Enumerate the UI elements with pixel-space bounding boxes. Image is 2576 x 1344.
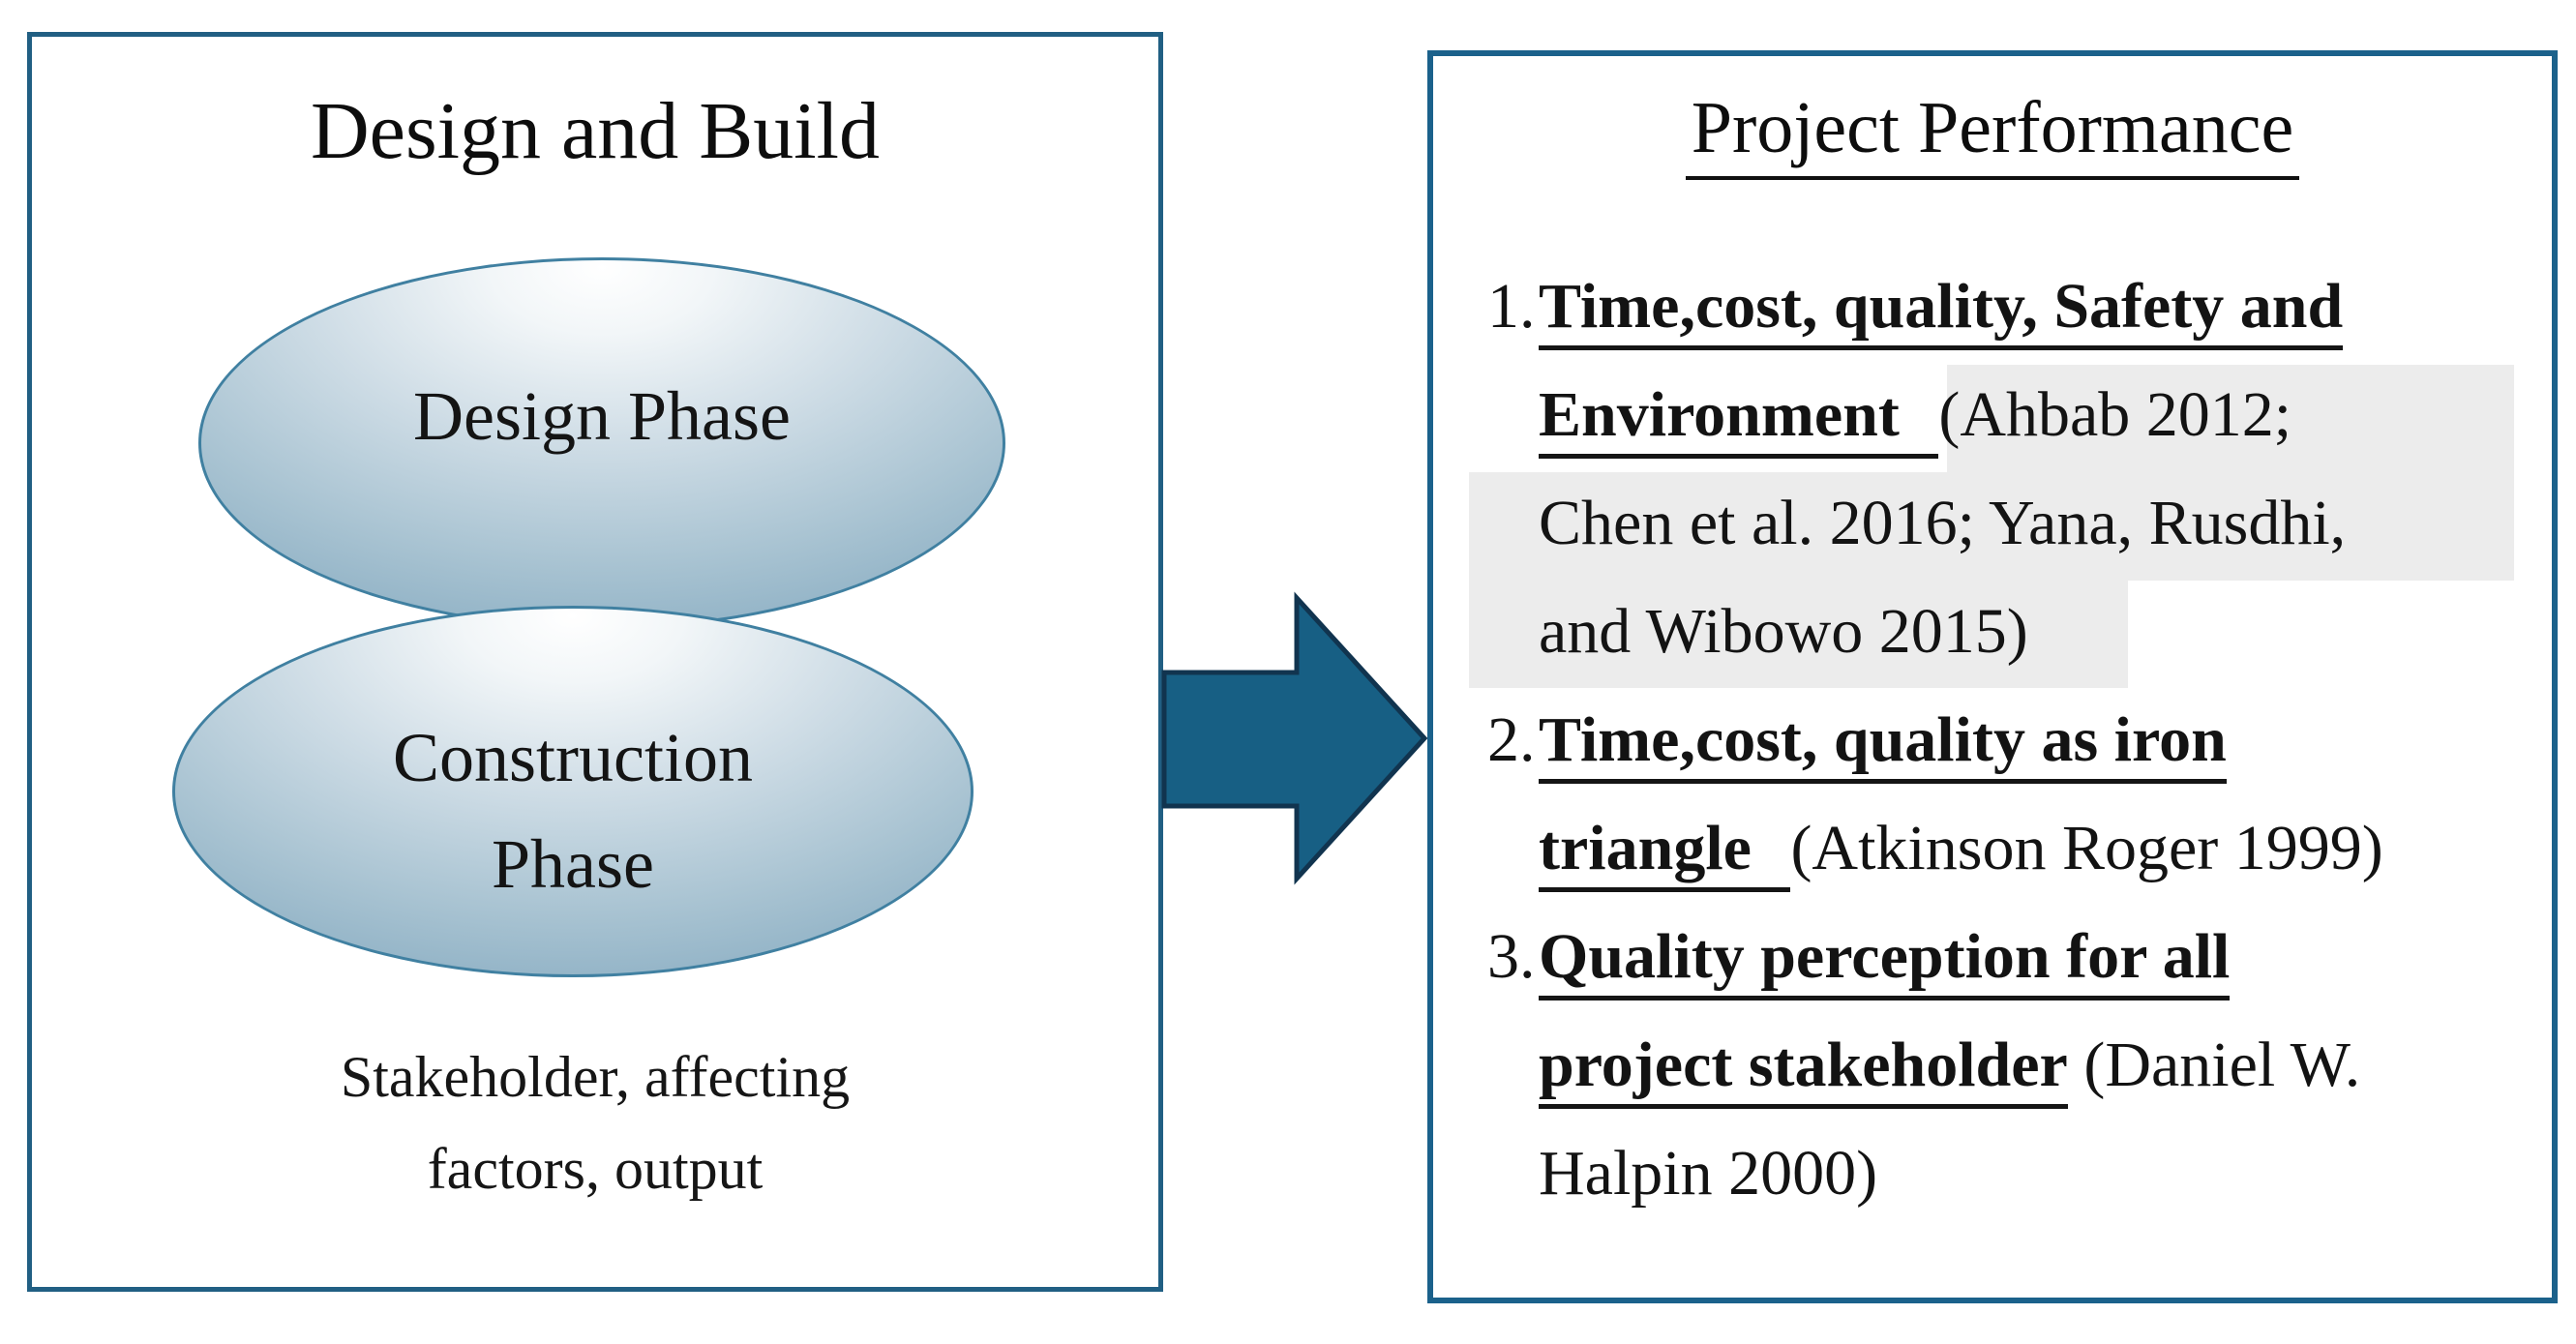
heading-segment: Time,cost, quality, Safety and xyxy=(1539,271,2344,350)
citation-segment: (Atkinson Roger 1999) xyxy=(1790,813,2383,883)
list-line-9: Halpin 2000) xyxy=(1487,1120,2552,1228)
list-line-8: project stakeholder (Daniel W. xyxy=(1487,1011,2552,1120)
citation-segment: and Wibowo 2015) xyxy=(1539,596,2028,667)
list-number: 1. xyxy=(1487,271,1536,342)
stakeholder-caption-line: factors, output xyxy=(427,1137,764,1201)
design-phase-ellipse: Design Phase xyxy=(198,257,1005,629)
list-line-4: and Wibowo 2015) xyxy=(1487,578,2552,686)
construction-phase-label-line: Phase xyxy=(492,825,654,903)
list-line-2: Environment (Ahbab 2012; xyxy=(1487,361,2552,469)
list-number: 3. xyxy=(1487,921,1536,992)
heading-segment: Time,cost, quality as iron xyxy=(1539,704,2227,784)
heading-segment: triangle xyxy=(1539,813,1791,892)
citation-segment: (Ahbab 2012; xyxy=(1938,379,2292,450)
construction-phase-ellipse: Construction Phase xyxy=(172,606,973,977)
list-number: 2. xyxy=(1487,704,1536,775)
right-panel-title-text: Project Performance xyxy=(1685,83,2300,180)
project-performance-box: Project Performance 1. Time,cost, qualit… xyxy=(1427,50,2558,1303)
design-and-build-box: Design and Build Design Phase Constructi… xyxy=(27,32,1163,1292)
design-phase-label-line: Design Phase xyxy=(413,377,791,455)
list-line-7: 3. Quality perception for all xyxy=(1487,903,2552,1011)
construction-phase-label-line: Construction xyxy=(393,719,753,796)
stakeholder-caption-line: Stakeholder, affecting xyxy=(340,1045,851,1109)
list-line-6: triangle (Atkinson Roger 1999) xyxy=(1487,794,2552,903)
citation-segment: (Daniel W. xyxy=(2083,1030,2361,1100)
citation-segment: Halpin 2000) xyxy=(1539,1138,1878,1209)
list-line-5: 2. Time,cost, quality as iron xyxy=(1487,686,2552,794)
highlight-region xyxy=(1947,365,2514,472)
right-arrow-icon xyxy=(1161,591,1428,885)
construction-phase-label: Construction Phase xyxy=(393,704,753,917)
list-line-1: 1. Time,cost, quality, Safety and xyxy=(1487,253,2552,361)
list-line-3: Chen et al. 2016; Yana, Rusdhi, xyxy=(1487,469,2552,578)
highlight-region xyxy=(1469,472,2514,581)
citation-segment: Chen et al. 2016; Yana, Rusdhi, xyxy=(1539,488,2347,558)
highlight-region xyxy=(1469,581,2128,688)
right-panel-title: Project Performance xyxy=(1433,83,2552,180)
left-panel-title: Design and Build xyxy=(311,86,880,176)
heading-segment: project stakeholder xyxy=(1539,1030,2068,1109)
design-phase-label: Design Phase xyxy=(413,363,791,469)
heading-segment: Quality perception for all xyxy=(1539,921,2231,1001)
heading-segment: Environment xyxy=(1539,379,1939,459)
stakeholder-caption: Stakeholder, affecting factors, output xyxy=(32,1031,1158,1215)
